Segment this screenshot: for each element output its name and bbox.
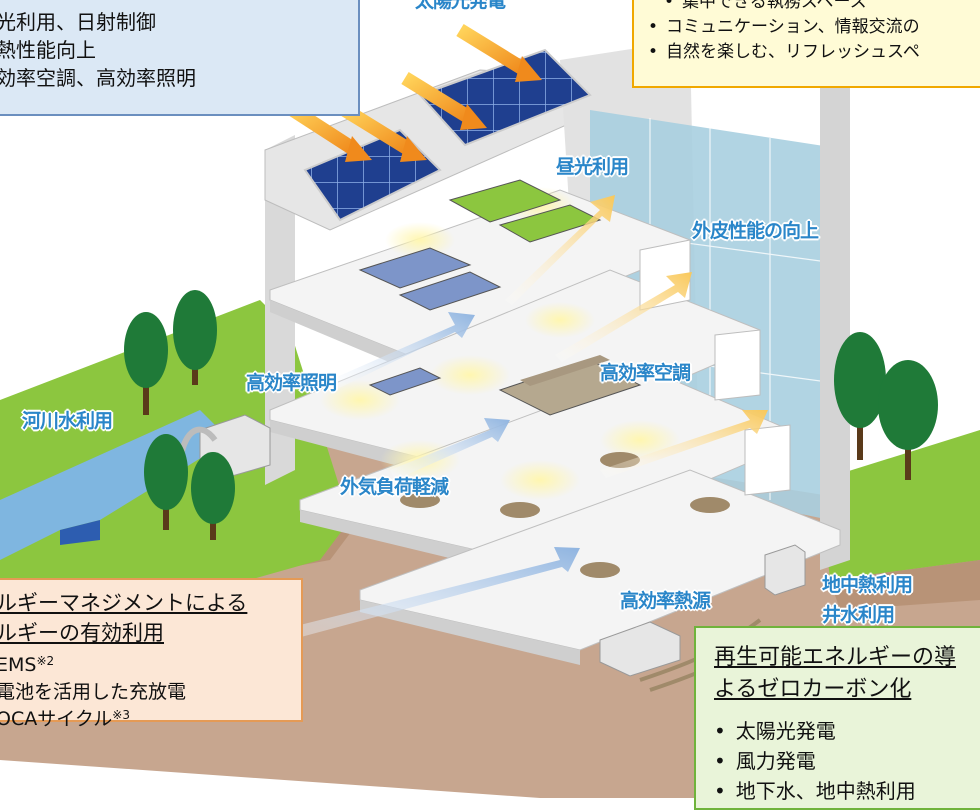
label-solar-power-top: 太陽光発電 <box>415 0 506 12</box>
list-item: 集中できる執務スペース <box>634 0 980 15</box>
box-renewable-energy: 再生可能エネルギーの導 よるゼロカーボン化 太陽光発電 風力発電 地下水、地中熱… <box>694 626 980 810</box>
label-geothermal-use: 地中熱利用 <box>822 574 913 596</box>
label-efficient-heat-source: 高効率熱源 <box>620 590 711 612</box>
box-heading: よるゼロカーボン化 <box>714 677 912 702</box>
label-outdoor-air-load: 外気負荷軽減 <box>340 476 449 498</box>
tree <box>191 452 235 540</box>
list-item: 太陽光発電 <box>696 716 980 746</box>
label-river-water-use: 河川水利用 <box>22 410 113 432</box>
tree <box>144 434 188 530</box>
list-item: 電池を活用した充放電 <box>0 681 187 703</box>
tree <box>173 290 217 385</box>
label-daylight-use: 昼光利用 <box>556 156 629 178</box>
tree <box>124 312 168 415</box>
label-efficient-lighting: 高効率照明 <box>246 372 337 394</box>
list-item: 熱性能向上 <box>0 38 96 62</box>
sun-ray-heads <box>345 56 542 162</box>
airflow-arrows-blue <box>240 312 580 652</box>
list-item: 自然を楽しむ、リフレッシュスペ <box>634 40 980 65</box>
list-item: 効率空調、高効率照明 <box>0 66 196 90</box>
label-efficient-hvac: 高効率空調 <box>600 362 691 384</box>
label-well-water-use: 井水利用 <box>822 604 895 626</box>
list-item: 風力発電 <box>696 746 980 776</box>
box-heading: ルギーマネジメントによる <box>0 591 248 615</box>
list-item: 光利用、日射制御 <box>0 10 156 34</box>
right-grass <box>820 430 980 580</box>
box-workplace: 集中できる執務スペース コミュニケーション、情報交流の 自然を楽しむ、リフレッシ… <box>632 0 980 88</box>
list-item: 地下水、地中熱利用 <box>696 776 980 806</box>
box-energy-saving: 光利用、日射制御 熱性能向上 効率空調、高効率照明 <box>0 0 360 116</box>
office-desks <box>358 179 642 416</box>
list-item: OCAサイクル※3 <box>0 708 130 730</box>
airflow-arrows-yellow <box>505 195 768 478</box>
list-item: EMS※2 <box>0 654 55 676</box>
tree <box>878 360 938 480</box>
sun-rays <box>286 24 529 156</box>
stairs <box>639 239 791 496</box>
tree <box>834 332 886 460</box>
label-envelope-performance: 外皮性能の向上 <box>692 220 819 242</box>
box-heading: 再生可能エネルギーの導 <box>714 645 957 670</box>
list-item: コミュニケーション、情報交流の <box>634 15 980 40</box>
box-energy-management: ルギーマネジメントによる ルギーの有効利用 EMS※2 電池を活用した充放電 O… <box>0 578 303 730</box>
box-heading: ルギーの有効利用 <box>0 621 164 645</box>
